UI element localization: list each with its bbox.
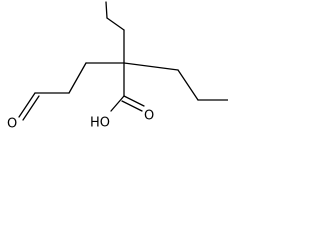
aldehyde-oxygen-label: O bbox=[7, 117, 17, 132]
right-propyl-chain bbox=[123, 62, 228, 101]
bond-carboxyl-c-o-inner bbox=[121, 100, 143, 112]
chemical-structure-diagram: O HO O bbox=[7, 1, 228, 132]
bond-upper-propyl-c1-c2 bbox=[106, 17, 125, 31]
bond-aldehyde-c-o-outer bbox=[18, 92, 36, 118]
bond-right-propyl-c1-c2 bbox=[177, 69, 199, 101]
hydroxyl-label: HO bbox=[90, 116, 110, 131]
bond-upper-propyl-c2-c3 bbox=[105, 1, 108, 19]
bond-carboxyl-c-o-outer bbox=[123, 95, 145, 107]
bond-aldehyde-c-o-inner bbox=[22, 95, 40, 121]
carbonyl-oxygen-label: O bbox=[144, 109, 154, 124]
bond-carboxyl-c-hydroxyl bbox=[110, 95, 125, 112]
bond-quaternary-to-right-propyl-c1 bbox=[123, 62, 179, 71]
carboxylic-acid-group bbox=[110, 62, 145, 112]
aldehyde-chain bbox=[18, 62, 125, 121]
bond-chain-c1-c2 bbox=[68, 62, 87, 94]
upper-propyl-chain bbox=[105, 1, 125, 64]
